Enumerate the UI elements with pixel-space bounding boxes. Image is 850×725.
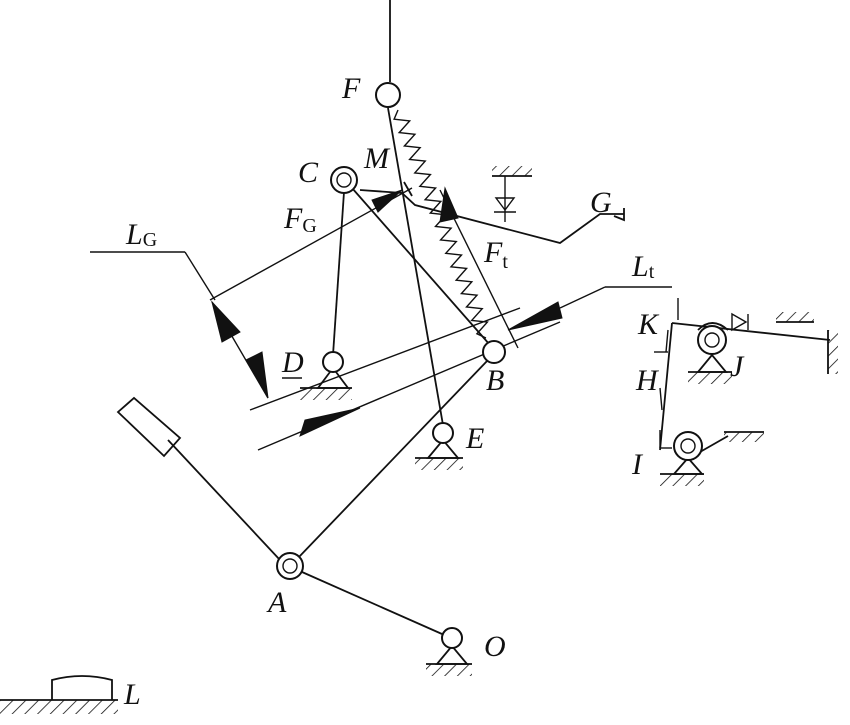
- action-lines: [90, 187, 672, 451]
- ground-E: [415, 438, 463, 470]
- force-arrows: [211, 186, 563, 437]
- pin-E: [432, 422, 454, 444]
- ground-J: [688, 353, 732, 384]
- label-Ft: Ft: [483, 236, 508, 273]
- pin-J-inner: [704, 332, 720, 348]
- pin-O: [441, 627, 463, 649]
- label-H: H: [635, 364, 660, 397]
- ground-D: [300, 366, 352, 400]
- lever-M-tab: [403, 181, 413, 197]
- pedal-arm: [167, 439, 281, 561]
- link-C-B: [344, 179, 491, 346]
- lever-G-tip: [613, 208, 625, 222]
- link-B-A: [297, 359, 489, 559]
- pedal-pad: [116, 396, 182, 458]
- link-F-E: [387, 107, 444, 426]
- link-C-D: [332, 191, 345, 356]
- label-Lt: Lt: [631, 250, 655, 283]
- label-FG: FG: [283, 202, 317, 237]
- LG-arrowhead-bottom: [245, 351, 269, 399]
- D-arrowhead: [299, 407, 361, 437]
- ground-supports: [0, 166, 838, 714]
- pin-B: [482, 340, 506, 364]
- label-L: L: [123, 678, 141, 711]
- pin-F: [375, 82, 401, 108]
- Lt-leader-slope: [559, 286, 606, 309]
- pin-A-inner: [282, 558, 298, 574]
- ground-L: [0, 675, 118, 714]
- label-K: K: [637, 308, 660, 341]
- pin-I-inner: [680, 438, 696, 454]
- line-of-action-D-B: [249, 307, 521, 411]
- mechanism-KJHI: [654, 298, 831, 453]
- LG-leader-slope: [184, 251, 216, 301]
- ground-stop-top: [492, 166, 532, 222]
- label-J: J: [730, 350, 745, 383]
- links: [116, 0, 625, 635]
- label-A: A: [266, 586, 287, 619]
- ground-O: [426, 644, 472, 676]
- labels: F C M G D B E A O L K J H I FG Ft LG Lt: [123, 72, 745, 711]
- ground-right: [776, 312, 838, 374]
- label-E: E: [465, 422, 484, 455]
- label-O: O: [484, 630, 506, 663]
- link-A-O: [301, 571, 443, 635]
- label-LG: LG: [125, 218, 157, 251]
- label-I: I: [631, 448, 644, 481]
- FG-arrowhead: [371, 189, 403, 213]
- Ft-arrowhead: [439, 186, 459, 223]
- label-M: M: [363, 142, 391, 175]
- link-K-I: [659, 322, 673, 451]
- pin-D: [322, 351, 344, 373]
- label-G: G: [590, 186, 612, 219]
- label-B: B: [486, 364, 504, 397]
- ground-I-right: [724, 431, 764, 442]
- label-C: C: [298, 156, 319, 189]
- LG-arrowhead-top: [211, 300, 241, 343]
- pins: [276, 82, 727, 649]
- label-D: D: [281, 346, 304, 379]
- pin-C-inner: [336, 172, 352, 188]
- link-K-right: [671, 322, 831, 341]
- Lt-arrowhead: [507, 301, 563, 331]
- label-F: F: [341, 72, 361, 105]
- spring-F-B: [393, 109, 489, 339]
- ground-I: [660, 456, 704, 486]
